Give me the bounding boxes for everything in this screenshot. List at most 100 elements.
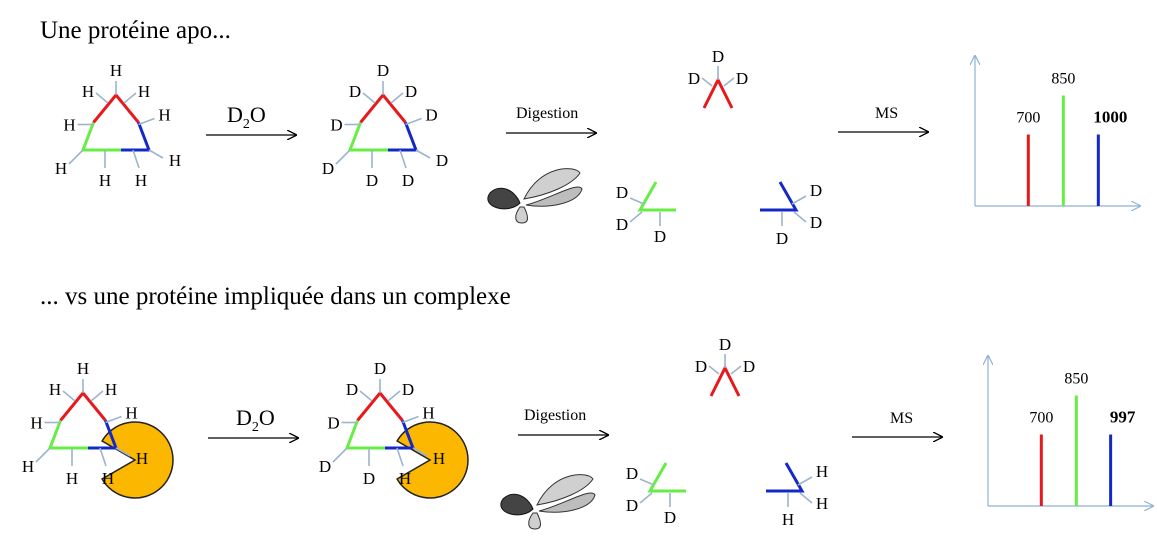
peak-label: 850 (1051, 71, 1075, 88)
atom-label: D (374, 359, 386, 378)
atom-label: D (616, 183, 628, 202)
atom-label: D (654, 227, 666, 246)
peak-label: 850 (1064, 371, 1088, 388)
bond (90, 390, 104, 402)
bond (791, 195, 807, 205)
bond (730, 365, 742, 375)
green-segment (347, 121, 388, 152)
bond (62, 390, 76, 402)
atom-label: D (664, 508, 676, 527)
bond (412, 447, 428, 457)
atom-label: H (49, 380, 61, 399)
bond (148, 149, 164, 159)
atom-label: H (138, 82, 150, 101)
scissors-icon (487, 168, 583, 224)
atom-label: H (63, 116, 75, 135)
atom-label: D (402, 171, 414, 190)
bond (701, 77, 713, 87)
red-segment (356, 390, 404, 422)
bond (105, 415, 122, 424)
bond (335, 149, 351, 165)
green-fragment (647, 462, 686, 493)
atom-label: D (695, 357, 707, 376)
atom-label: D (346, 380, 358, 399)
atom-label: H (158, 106, 170, 125)
atom-label: D (363, 469, 375, 488)
bond (35, 447, 51, 463)
top-mass-spectrum: 700 850 1000 (975, 56, 1140, 206)
bottom-ms-label: MS (890, 410, 913, 427)
atom-label: H (105, 380, 117, 399)
top-fragment-blue: DDD (760, 181, 822, 248)
bond (138, 117, 155, 126)
atom-label: D (719, 335, 731, 354)
top-caption: Une protéine apo... (40, 17, 231, 44)
atom-label: D (626, 464, 638, 483)
bond (95, 92, 109, 104)
atom-label: D (436, 151, 448, 170)
bond (629, 197, 645, 205)
atom-label: H (22, 457, 34, 476)
atom-label: D (776, 229, 788, 248)
atom-label: H (82, 82, 94, 101)
bond (723, 77, 735, 87)
top-fragment-green: DDD (616, 181, 676, 246)
bond (639, 478, 655, 486)
bond (396, 447, 404, 467)
peak-label: 1000 (1093, 108, 1127, 127)
bond (68, 149, 84, 165)
green-segment (47, 419, 88, 450)
red-segment (59, 390, 107, 422)
atom-label: H (102, 469, 114, 488)
top-digestion-label: Digestion (516, 105, 578, 122)
atom-label: D (626, 496, 638, 515)
blue-fragment (766, 462, 805, 493)
bottom-fragment-green: DDD (626, 462, 686, 527)
atom-label: H (77, 359, 89, 378)
bond (332, 447, 348, 463)
peak-label: 700 (1016, 110, 1040, 127)
atom-label: H (433, 449, 445, 468)
atom-label: D (743, 357, 755, 376)
bottom-fragment-blue: HHH (766, 462, 828, 529)
red-fragment (709, 364, 741, 397)
atom-label: D (349, 82, 361, 101)
bond (132, 149, 140, 169)
atom-label: D (425, 106, 437, 125)
bond (123, 92, 137, 104)
atom-label: D (377, 61, 389, 80)
atom-label: H (135, 171, 147, 190)
peak-label: 997 (1110, 408, 1136, 427)
bond (797, 476, 813, 486)
atom-label: H (136, 449, 148, 468)
bond (390, 92, 404, 104)
bond (359, 390, 373, 402)
bond (387, 390, 401, 402)
atom-label: D (366, 171, 378, 190)
atom-label: H (816, 494, 828, 513)
bottom-partner-protein (101, 421, 174, 499)
bond (362, 92, 376, 104)
bond (99, 447, 107, 467)
atom-label: H (110, 61, 122, 80)
bond (639, 492, 653, 504)
atom-label: D (402, 380, 414, 399)
red-fragment (702, 76, 734, 109)
atom-label: D (616, 215, 628, 234)
top-d2o-label: D2O (227, 102, 266, 132)
atom-label: H (422, 404, 434, 423)
scissors-icon (500, 474, 596, 530)
atom-label: D (322, 159, 334, 178)
bond (405, 117, 422, 126)
bond (629, 211, 643, 223)
atom-label: H (816, 462, 828, 481)
atom-label: D (330, 116, 342, 135)
